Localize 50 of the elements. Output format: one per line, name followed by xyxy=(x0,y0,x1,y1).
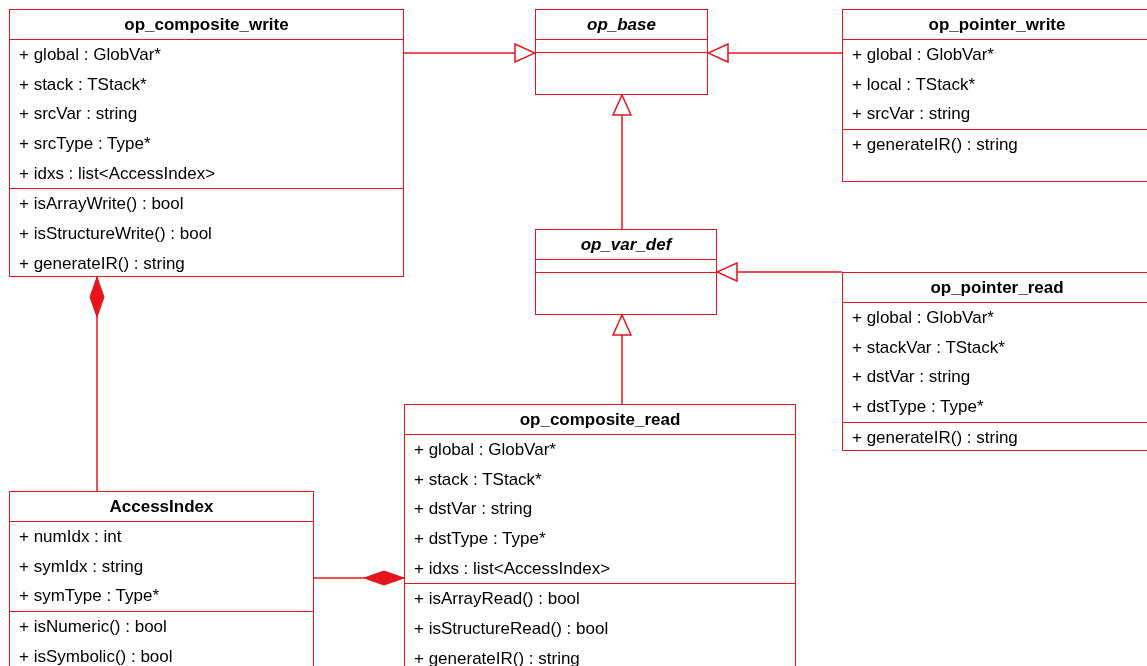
class-box xyxy=(535,9,708,95)
operation-text: + isArrayRead() : bool xyxy=(413,588,581,611)
attribute-text: + global : GlobVar* xyxy=(851,44,995,66)
composition-line xyxy=(89,276,105,492)
attribute-text: + dstType : Type* xyxy=(851,396,985,419)
attribute-text: + symIdx : string xyxy=(18,555,145,578)
attribute-text: + numIdx : int xyxy=(18,526,123,548)
attribute-text: + srcVar : string xyxy=(18,103,139,126)
attribute-text: + dstVar : string xyxy=(851,366,972,389)
inheritance-arrow xyxy=(716,262,843,282)
operation-text: + isArrayWrite() : bool xyxy=(18,193,185,216)
attribute-text: + srcVar : string xyxy=(851,103,972,126)
class-box xyxy=(9,491,314,666)
operation-text: + generateIR() : string xyxy=(18,252,186,275)
attribute-text: + idxs : list<AccessIndex> xyxy=(413,557,612,580)
operation-text: + generateIR() : string xyxy=(851,426,1019,449)
attribute-text: + stackVar : TStack* xyxy=(851,336,1006,359)
class-box xyxy=(842,9,1147,182)
class-box xyxy=(842,272,1147,451)
operation-text: + isSymbolic() : bool xyxy=(18,645,174,666)
operation-text: + isNumeric() : bool xyxy=(18,616,168,639)
class-name: op_pointer_read xyxy=(929,277,1065,299)
operation-text: + isStructureWrite() : bool xyxy=(18,223,213,246)
operation-text: + isStructureRead() : bool xyxy=(413,618,610,641)
class-name: op_composite_write xyxy=(123,14,290,36)
attribute-text: + dstType : Type* xyxy=(413,528,547,551)
attribute-text: + symType : Type* xyxy=(18,585,160,608)
attribute-text: + global : GlobVar* xyxy=(18,44,162,66)
class-box xyxy=(9,9,404,277)
class-box xyxy=(535,229,717,315)
class-name: op_base xyxy=(586,14,657,36)
attribute-text: + idxs : list<AccessIndex> xyxy=(18,162,217,185)
attribute-text: + dstVar : string xyxy=(413,498,534,521)
attribute-text: + srcType : Type* xyxy=(18,133,152,156)
class-name: AccessIndex xyxy=(108,496,215,518)
class-name: op_var_def xyxy=(579,234,674,256)
inheritance-arrow xyxy=(403,43,536,63)
class-name: op_composite_read xyxy=(518,409,682,431)
operation-text: + generateIR() : string xyxy=(851,134,1019,157)
attribute-text: + stack : TStack* xyxy=(18,73,148,96)
attribute-text: + global : GlobVar* xyxy=(413,439,557,461)
inheritance-arrow xyxy=(612,94,632,230)
inheritance-arrow xyxy=(707,43,843,63)
class-box xyxy=(404,404,796,666)
attribute-text: + local : TStack* xyxy=(851,73,976,96)
class-name: op_pointer_write xyxy=(927,14,1067,36)
attribute-text: + global : GlobVar* xyxy=(851,307,995,329)
attribute-text: + stack : TStack* xyxy=(413,468,543,491)
composition-line xyxy=(313,570,405,586)
inheritance-arrow xyxy=(612,314,632,405)
